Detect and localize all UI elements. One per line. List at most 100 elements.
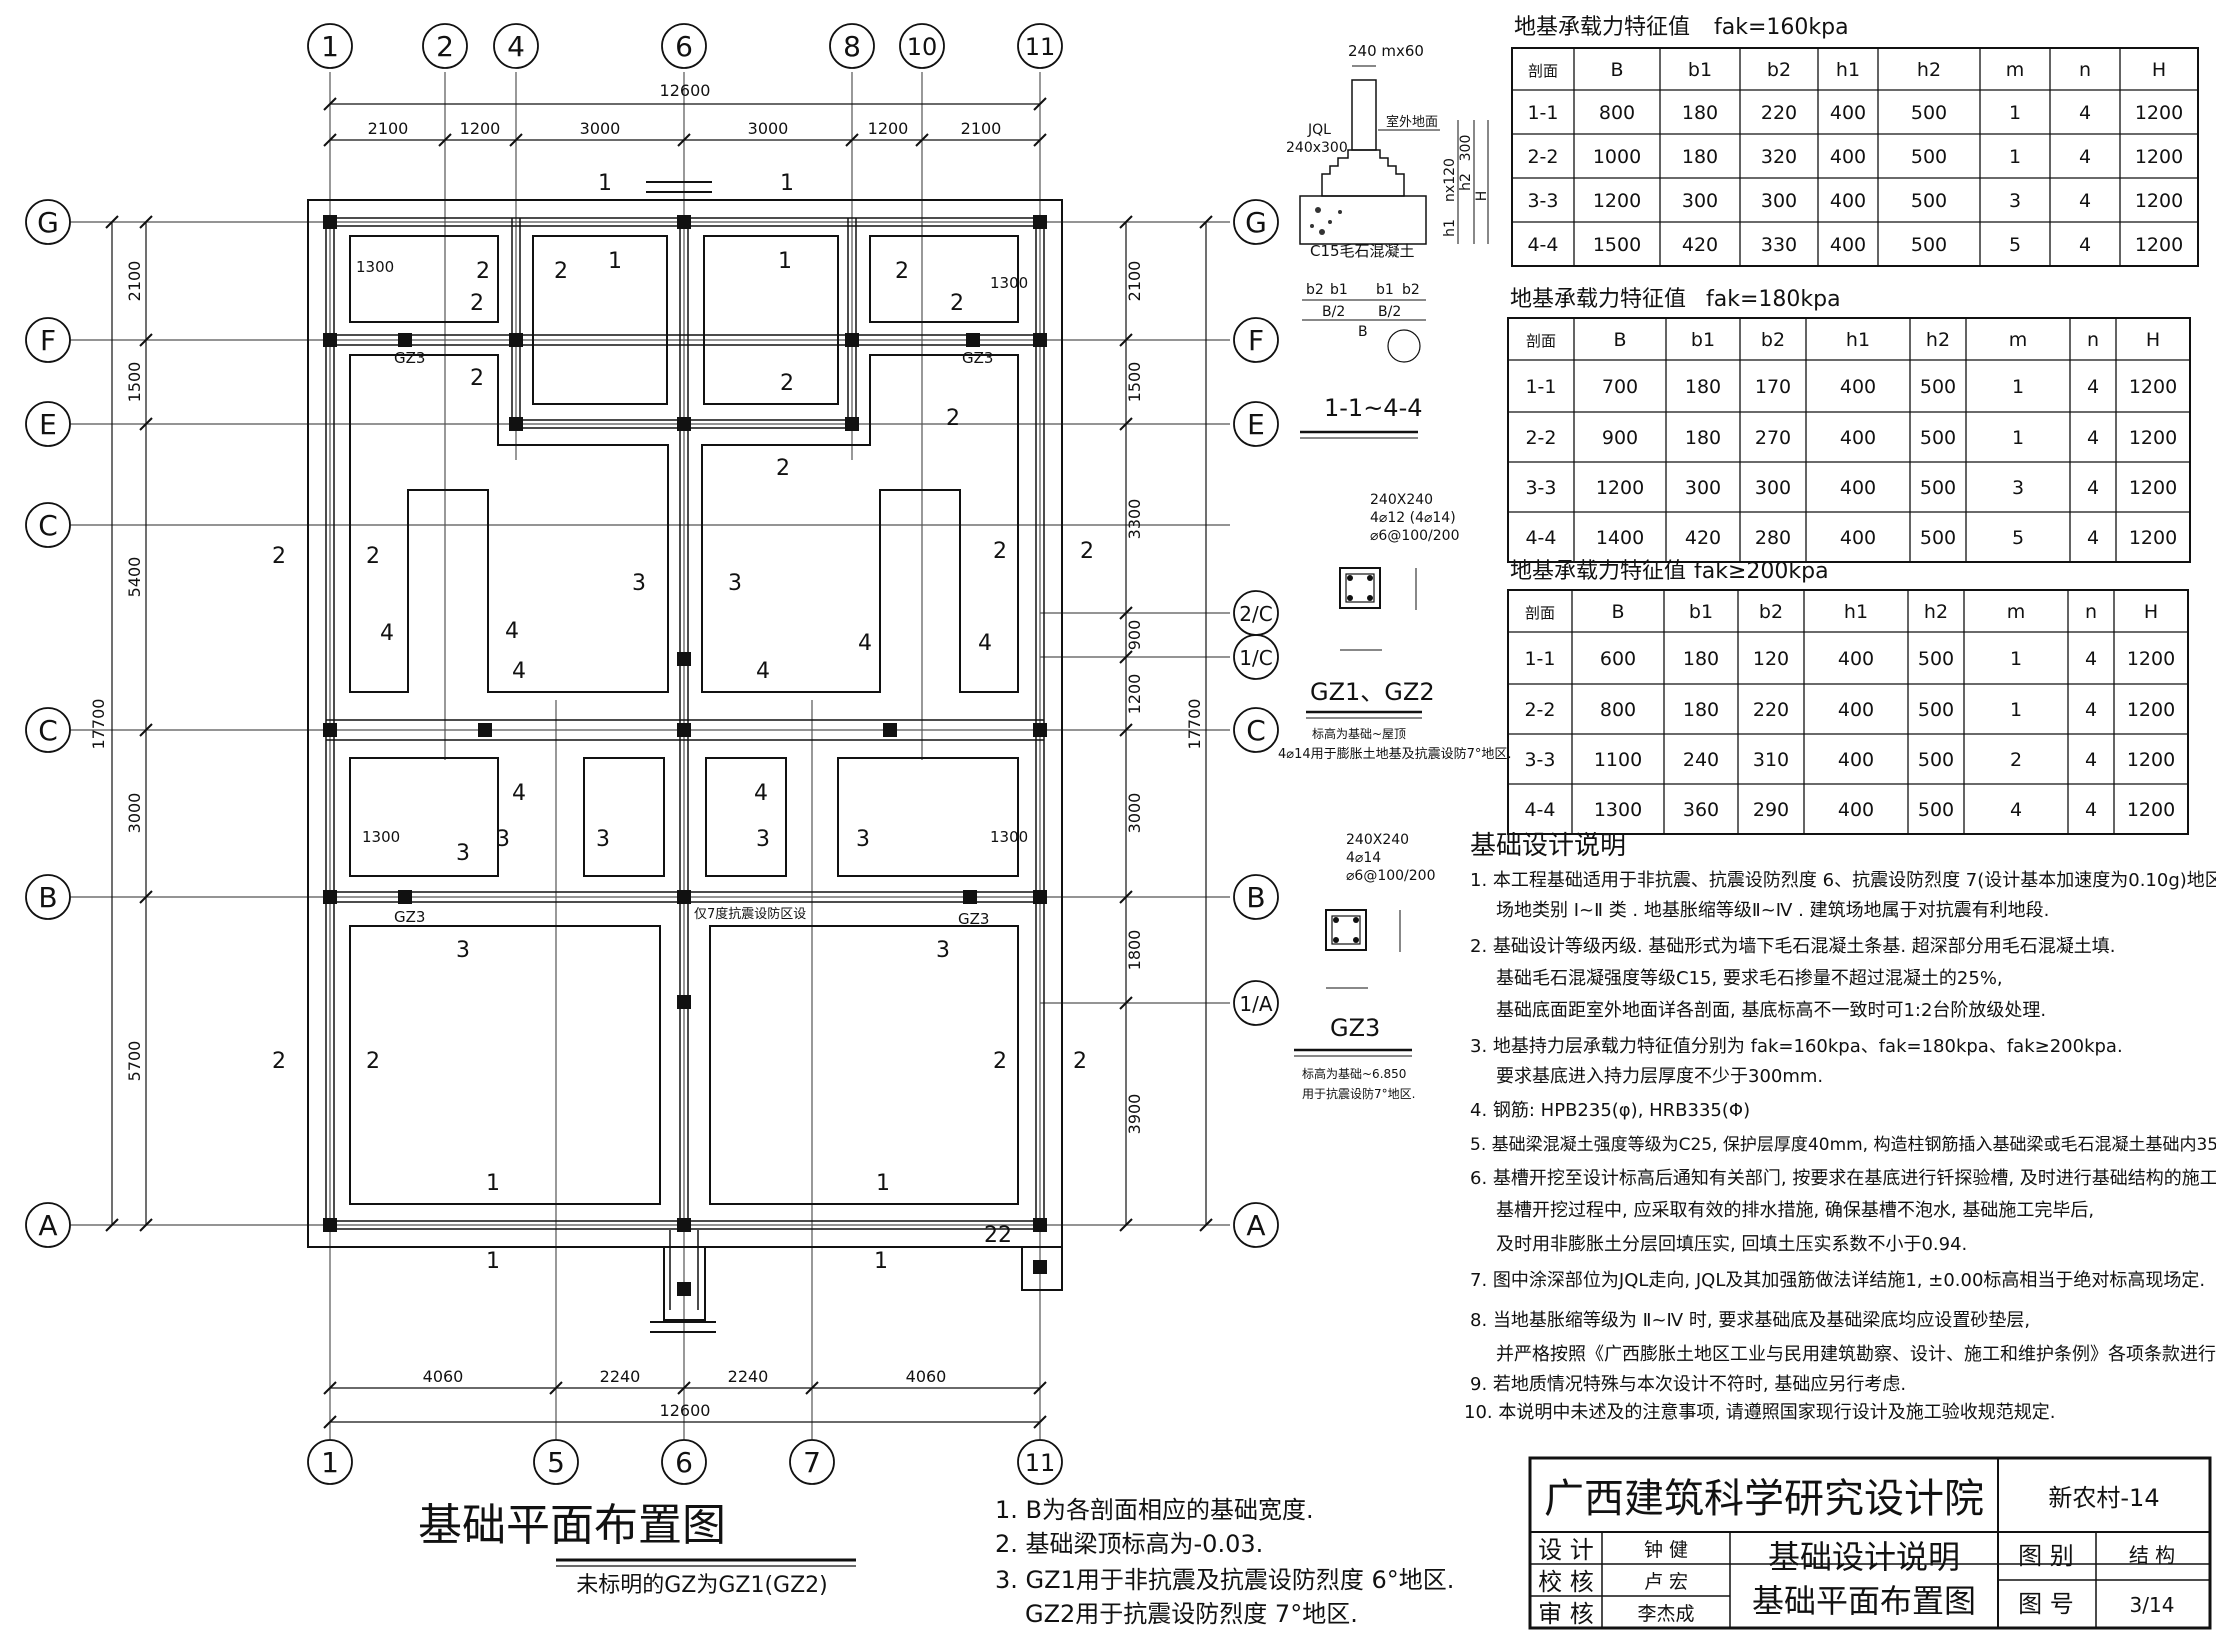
- table-cell: 1200: [2129, 376, 2177, 398]
- table-cell: 310: [1753, 749, 1789, 771]
- table-header-cell: h1: [1846, 329, 1870, 351]
- category-label: 图 别: [2018, 1542, 2074, 1570]
- table-fak: fak≥200kpa: [1694, 559, 1829, 584]
- grid-bubble-A-left: A: [25, 1202, 71, 1248]
- table-header-cell: b2: [1761, 329, 1785, 351]
- section-H: H: [1474, 191, 1490, 202]
- grid-bubble-C-left: C: [25, 707, 71, 753]
- dimension-tick: [139, 723, 153, 737]
- table-cell: 3-3: [1525, 477, 1556, 499]
- svg-text:5: 5: [547, 1446, 565, 1479]
- svg-text:E: E: [39, 408, 57, 441]
- table-header-cell: h2: [1926, 329, 1950, 351]
- design-note-line: 6. 基槽开挖至设计标高后通知有关部门, 按要求在基底进行钎探验槽, 及时进行基…: [1470, 1168, 2216, 1189]
- plan-title: 基础平面布置图: [418, 1500, 726, 1551]
- svg-text:1/A: 1/A: [1239, 992, 1272, 1016]
- grid-bubble-7-bottom: 7: [789, 1439, 835, 1485]
- table-cell: 300: [1755, 477, 1791, 499]
- section-dim-300: 300: [1458, 135, 1474, 162]
- svg-text:6: 6: [675, 1446, 693, 1479]
- design-note-line: 及时用非膨胀土分层回填压实, 回填土压实系数不小于0.94.: [1496, 1234, 1967, 1255]
- grid-bubbles-top: 1 2 4 6 8 10 11: [307, 23, 1063, 69]
- svg-text:B: B: [1246, 881, 1265, 914]
- table-cell: 4: [2085, 749, 2097, 771]
- design-note-line: 4. 钢筋: HPB235(φ), HRB335(Φ): [1470, 1100, 1750, 1121]
- svg-text:11: 11: [1025, 33, 1056, 61]
- table-cell: 240: [1683, 749, 1719, 771]
- svg-text:G: G: [37, 206, 59, 239]
- svg-text:1: 1: [321, 1446, 339, 1479]
- table-cell: 1: [2012, 376, 2024, 398]
- section-label: 1: [876, 1171, 890, 1196]
- svg-text:E: E: [1247, 408, 1265, 441]
- dim-left-3: 5400: [125, 557, 144, 598]
- grid-bubble-2C-right: 2/C: [1233, 590, 1279, 636]
- grid-bubble-2-top: 2: [422, 23, 468, 69]
- grid-bubble-8-top: 8: [829, 23, 875, 69]
- dimension-tick: [139, 417, 153, 431]
- gz3-label: GZ3: [958, 910, 989, 928]
- table-cell: 1: [2010, 699, 2022, 721]
- svg-text:A: A: [38, 1209, 57, 1242]
- table-cell: 180: [1683, 699, 1719, 721]
- section-label: 2: [554, 259, 568, 284]
- table-cell: 420: [1685, 527, 1721, 549]
- grid-bubble-11-top: 11: [1017, 23, 1063, 69]
- svg-text:A: A: [1246, 1209, 1265, 1242]
- section-n120: nx120: [1442, 158, 1458, 202]
- svg-text:2: 2: [436, 30, 454, 63]
- plan-note: 2. 基础梁顶标高为-0.03.: [995, 1530, 1263, 1558]
- dim-bottom-total: 12600: [660, 1401, 711, 1420]
- svg-text:1: 1: [321, 30, 339, 63]
- table-cell: 1: [2009, 146, 2021, 168]
- dim-left-1: 2100: [125, 261, 144, 302]
- table-cell: 4-4: [1525, 527, 1556, 549]
- dim-1300: 1300: [990, 828, 1028, 846]
- grid-bubble-1A-right: 1/A: [1233, 980, 1279, 1026]
- section-label: 4: [512, 781, 526, 806]
- design-note-line: 并严格按照《广西膨胀土地区工业与民用建筑勘察、设计、施工和维护条例》各项条款进行…: [1496, 1344, 2216, 1365]
- dim-right-6: 3000: [1125, 793, 1144, 834]
- table-cell: 500: [1918, 648, 1954, 670]
- table-cell: 5: [2009, 234, 2021, 256]
- table-cell: 4-4: [1527, 234, 1558, 256]
- table-cell: 1000: [1593, 146, 1641, 168]
- dim-1300: 1300: [362, 828, 400, 846]
- table-cell: 220: [1761, 102, 1797, 124]
- section-label: 2: [470, 366, 484, 391]
- svg-text:8: 8: [843, 30, 861, 63]
- table-header-cell: H: [2146, 329, 2160, 351]
- left-dimensions: 17700 2100 1500 5400 3000 5700: [89, 261, 144, 1082]
- table-cell: 4: [2010, 799, 2022, 821]
- dimension-tick: [323, 1415, 337, 1429]
- table-header-cell: h2: [1917, 59, 1941, 81]
- grid-bubble-11-bottom: 11: [1017, 1439, 1063, 1485]
- dimension-tick: [1033, 1381, 1047, 1395]
- svg-text:C: C: [1246, 714, 1266, 747]
- design-note-line: 9. 若地质情况特殊与本次设计不符时, 基础应另行考虑.: [1470, 1374, 1906, 1395]
- table-cell: 1-1: [1527, 102, 1558, 124]
- table-cell: 1-1: [1524, 648, 1555, 670]
- design-label: 设 计: [1538, 1536, 1594, 1564]
- table-cell: 3: [2009, 190, 2021, 212]
- table-cell: 300: [1682, 190, 1718, 212]
- table-cell: 4: [2087, 376, 2099, 398]
- table-title: 地基承载力特征值: [1510, 287, 1686, 312]
- section-b1: b1: [1330, 282, 1348, 298]
- section-label: 1: [486, 1249, 500, 1274]
- section-label: 3: [456, 938, 470, 963]
- table-header-cell: 剖面: [1526, 332, 1556, 350]
- table-cell: 4: [2087, 477, 2099, 499]
- section-label: 2: [1080, 539, 1094, 564]
- table-frame: [1507, 317, 2191, 563]
- grid-bubble-B-right: B: [1233, 874, 1279, 920]
- design-note-line: 场地类别 Ⅰ~Ⅱ 类 . 地基胀缩等级Ⅱ~Ⅳ . 建筑场地属于对抗震有利地段.: [1496, 900, 2049, 921]
- dim-left-2: 1500: [125, 362, 144, 403]
- table-cell: 170: [1755, 376, 1791, 398]
- dim-1300: 1300: [356, 258, 394, 276]
- gz12-size: 240X240: [1370, 492, 1433, 508]
- table-header-cell: m: [2006, 59, 2025, 81]
- table-cell: 1200: [1593, 190, 1641, 212]
